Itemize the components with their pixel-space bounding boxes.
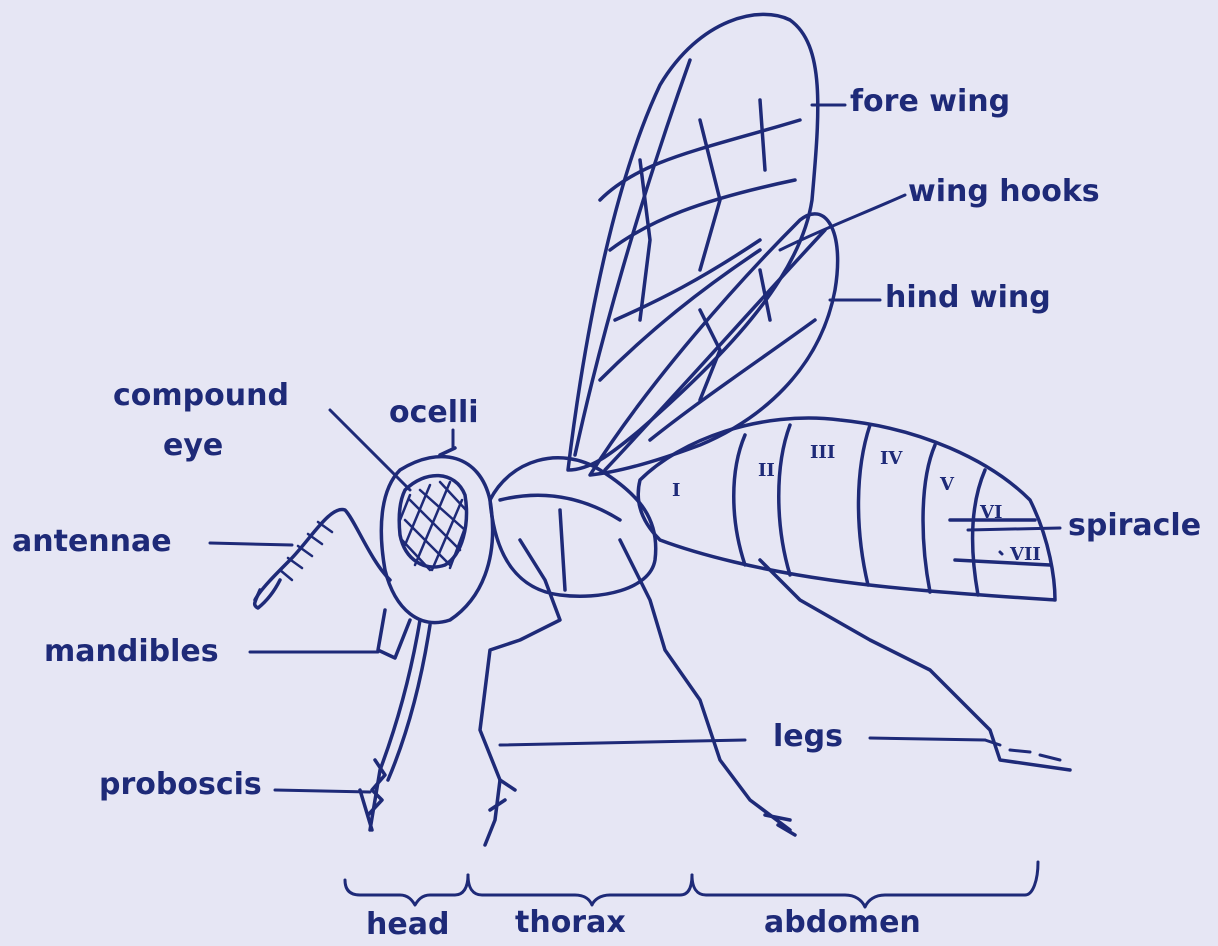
legs <box>480 540 1070 845</box>
segment-numeral: IV <box>880 448 903 469</box>
label-proboscis: proboscis <box>99 770 262 800</box>
label-wing-hooks: wing hooks <box>908 177 1100 207</box>
leader-legs-left <box>500 740 745 745</box>
segment-numeral: VI <box>979 502 1002 523</box>
label-compound-eye: compound <box>113 381 289 411</box>
segment-braces <box>345 862 1038 907</box>
leader-proboscis <box>275 790 370 792</box>
leader-legs-right <box>870 738 985 740</box>
leader-spiracle <box>968 528 1060 530</box>
segment-numeral: II <box>758 460 775 481</box>
brace-thorax <box>468 875 692 905</box>
abdomen-segment-numerals: I II III IV V VI VII <box>672 442 1041 565</box>
antennae <box>255 510 390 608</box>
label-head: head <box>366 910 449 940</box>
segment-numeral: VII <box>1009 544 1041 565</box>
label-ocelli: ocelli <box>389 398 479 428</box>
label-compound-eye-line2: eye <box>163 431 223 461</box>
head <box>381 448 492 623</box>
thorax <box>490 458 656 596</box>
label-antennae: antennae <box>12 527 172 557</box>
brace-head <box>345 875 468 905</box>
label-spiracle: spiracle <box>1068 511 1201 541</box>
leader-antennae <box>210 543 292 545</box>
segment-numeral: I <box>672 480 680 501</box>
mouthparts <box>360 610 430 830</box>
label-thorax: thorax <box>515 908 626 938</box>
brace-abdomen <box>692 862 1038 907</box>
label-abdomen: abdomen <box>764 908 921 938</box>
label-fore-wing: fore wing <box>850 87 1010 117</box>
spiracle-dot <box>1000 552 1002 554</box>
label-legs: legs <box>773 722 843 752</box>
segment-numeral: V <box>939 474 955 495</box>
label-mandibles: mandibles <box>44 637 219 667</box>
segment-numeral: III <box>810 442 835 463</box>
label-hind-wing: hind wing <box>885 283 1051 313</box>
